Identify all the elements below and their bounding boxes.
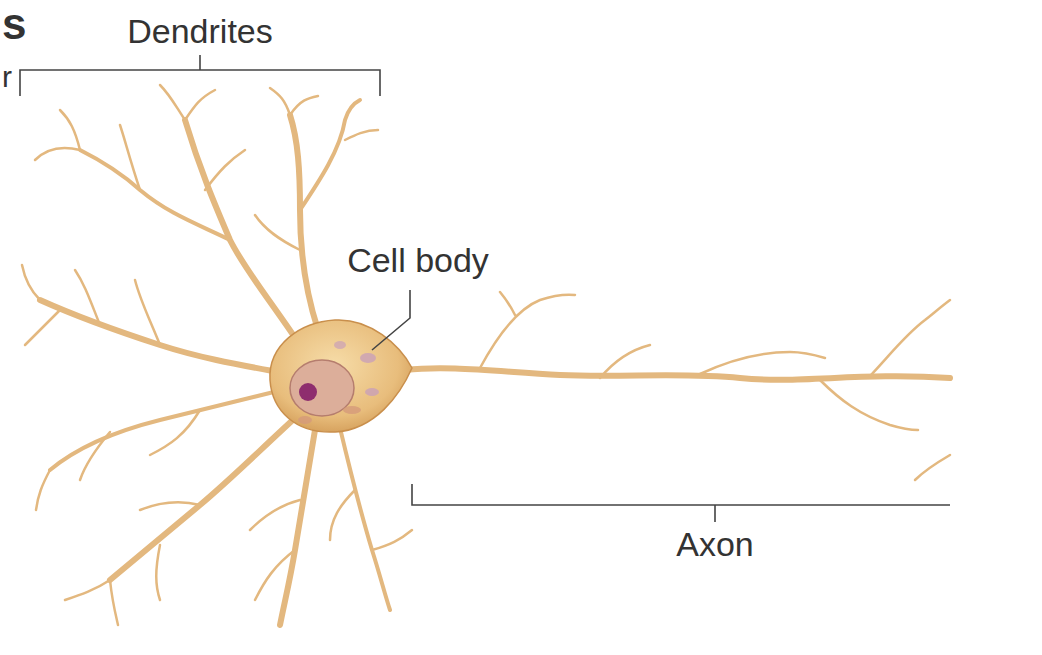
cropped-letter: r: [2, 60, 12, 93]
axon-bracket: [412, 484, 950, 522]
axon: [405, 292, 950, 480]
cropped-letter: s: [2, 0, 26, 48]
part-label: Axon: [676, 526, 754, 563]
leader-line: [372, 290, 410, 350]
part-label: Cell body: [347, 242, 489, 279]
part-label: Dendrites: [127, 13, 273, 50]
cell-body: [270, 320, 412, 432]
dendrite-tree: [22, 85, 412, 625]
dendrites-bracket: [20, 55, 380, 96]
